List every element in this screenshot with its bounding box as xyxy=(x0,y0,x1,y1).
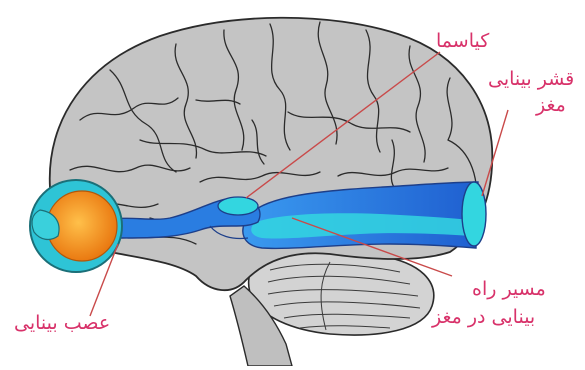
label-visual-cortex-line2: مغز xyxy=(536,94,566,116)
label-chiasma: کیاسما xyxy=(436,30,489,52)
label-visual-pathway-line2: بینایی در مغز xyxy=(432,306,535,328)
label-visual-cortex-line1: قشر بینایی xyxy=(488,68,574,90)
label-optic-nerve: عصب بینایی xyxy=(14,312,110,334)
visual-cortex-cap xyxy=(462,182,486,246)
optic-chiasm xyxy=(218,197,258,215)
label-visual-pathway-line1: مسیر راه xyxy=(472,278,546,300)
